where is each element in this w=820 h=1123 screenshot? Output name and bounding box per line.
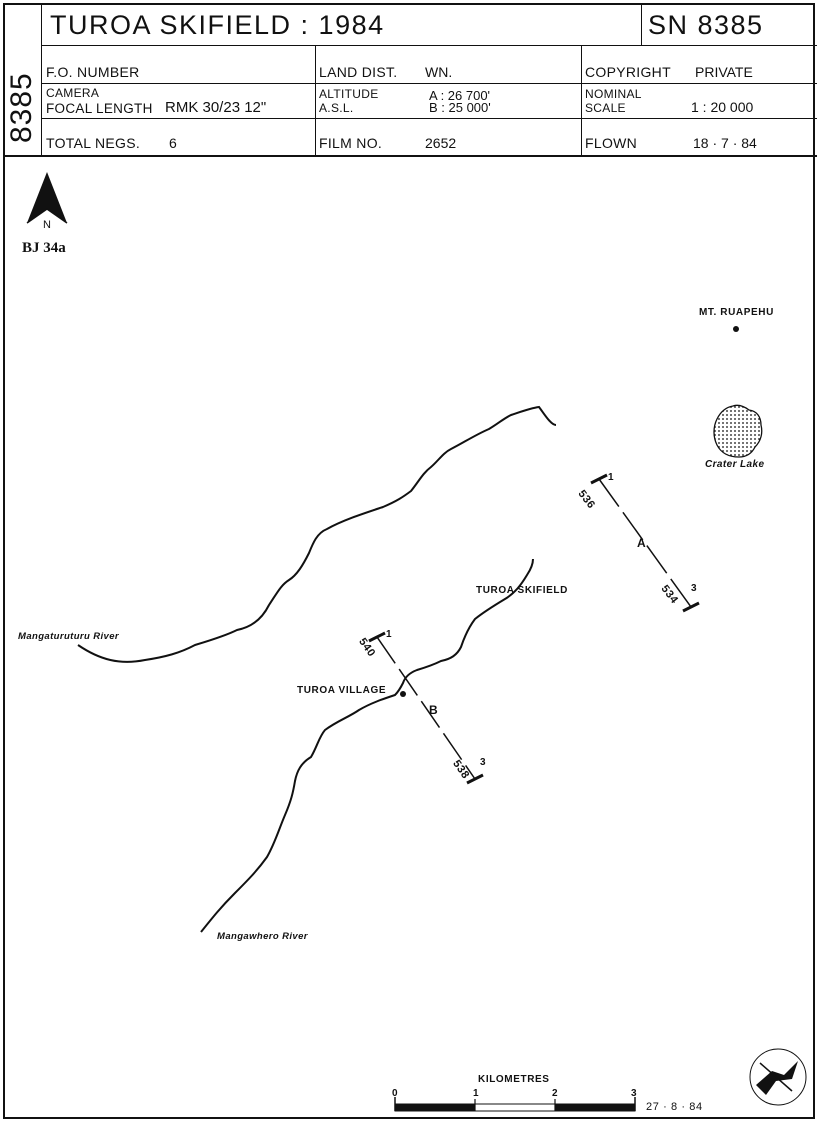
crater-lake-shape: [713, 404, 763, 458]
flight-b-label: B: [429, 703, 439, 717]
flight-b-end-tick: 3: [480, 757, 487, 768]
sheet-sn: SN 8385: [648, 10, 764, 40]
mangawhero-river-line: [200, 558, 534, 933]
land-dist-value: WN.: [425, 64, 453, 80]
flight-a-end-tick: 3: [691, 583, 698, 594]
flight-a-label: A: [637, 536, 647, 550]
nominal-label: NOMINAL: [585, 87, 642, 101]
mangaturuturu-river-line: [77, 405, 557, 663]
asl-label: A.S.L.: [319, 101, 354, 115]
altitude-a-value: A : 26 700': [429, 88, 491, 103]
scale-tick-3: 3: [631, 1088, 638, 1099]
mt-ruapehu-point: [733, 326, 739, 332]
index-code: BJ 34a: [22, 240, 66, 256]
film-no-value: 2652: [425, 135, 457, 151]
scale-bar: [394, 1097, 636, 1112]
focal-value: RMK 30/23 12": [165, 99, 267, 116]
flight-a-start-tick: 1: [608, 472, 615, 483]
map-sheet: 8385 TUROA SKIFIELD : 1984 SN 8385 F.O. …: [3, 3, 817, 1119]
mangawhero-river-label: Mangawhero River: [217, 931, 308, 942]
scale-date: 27 · 8 · 84: [646, 1101, 703, 1113]
north-arrow-icon: N: [26, 172, 68, 231]
altitude-label: ALTITUDE: [319, 87, 379, 101]
north-label: N: [43, 219, 51, 231]
turoa-village-point: [400, 691, 406, 697]
fo-number-label: F.O. NUMBER: [46, 64, 140, 80]
camera-label: CAMERA: [46, 86, 100, 100]
land-dist-label: LAND DIST.: [319, 64, 398, 80]
map-canvas: N: [26, 172, 807, 1112]
film-no-label: FILM NO.: [319, 135, 383, 151]
total-negs-label: TOTAL NEGS.: [46, 135, 141, 151]
scale-tick-1: 1: [473, 1088, 480, 1099]
crater-lake-label: Crater Lake: [705, 459, 765, 470]
total-negs-value: 6: [169, 135, 177, 151]
scale-value: 1 : 20 000: [691, 99, 754, 115]
flight-line-a: [590, 473, 700, 613]
side-number-vertical: 8385: [7, 72, 37, 143]
flown-value: 18 · 7 · 84: [693, 135, 757, 151]
side-number: 8385: [7, 72, 37, 143]
altitude-b-value: B : 25 000': [429, 100, 491, 115]
aerial-mapping-logo: [749, 1048, 807, 1106]
turoa-village-label: TUROA VILLAGE: [297, 685, 387, 696]
scale-tick-0: 0: [392, 1088, 399, 1099]
flown-label: FLOWN: [585, 135, 638, 151]
mangaturuturu-river-label: Mangaturuturu River: [18, 631, 120, 642]
copyright-value: PRIVATE: [695, 64, 753, 80]
copyright-label: COPYRIGHT: [585, 64, 671, 80]
sheet-header: 8385 TUROA SKIFIELD : 1984 SN 8385 F.O. …: [5, 5, 817, 157]
turoa-skifield-label: TUROA SKIFIELD: [476, 585, 568, 596]
scale-tick-2: 2: [552, 1088, 559, 1099]
focal-label: FOCAL LENGTH: [46, 101, 153, 116]
mt-ruapehu-label: MT. RUAPEHU: [699, 307, 774, 318]
flight-b-start-tick: 1: [386, 629, 393, 640]
sheet-title: TUROA SKIFIELD : 1984: [50, 10, 385, 40]
flight-line-b: [368, 631, 484, 785]
scale-bar-title: KILOMETRES: [478, 1074, 550, 1085]
scale-label: SCALE: [585, 101, 626, 115]
